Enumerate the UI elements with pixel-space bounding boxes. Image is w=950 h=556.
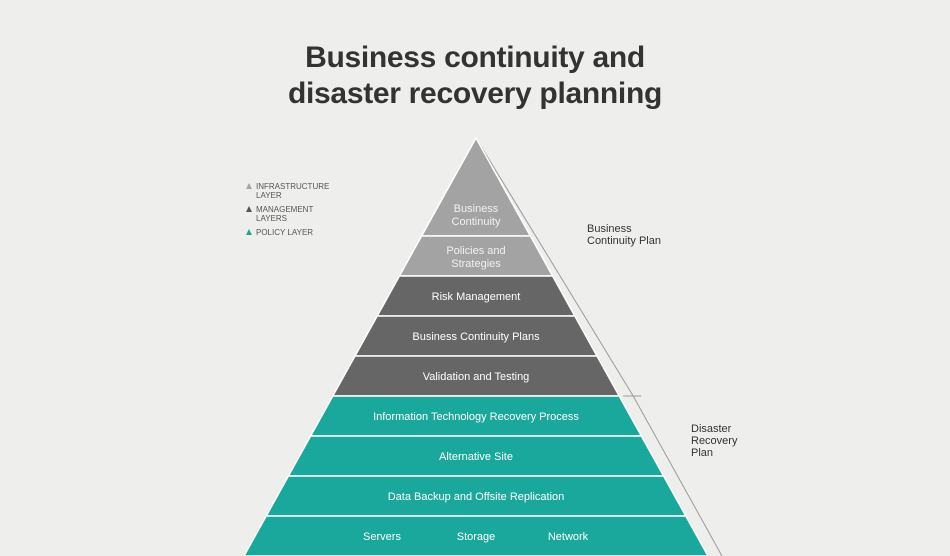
legend-label: Infrastructure layer	[256, 182, 330, 200]
pyramid-layer-label: Data Backup and Offsite Replication	[388, 491, 565, 503]
pyramid-layer-label: Strategies	[451, 258, 501, 270]
triangle-icon	[246, 229, 252, 235]
triangle-icon	[246, 183, 252, 189]
pyramid-layer-label: Business Continuity Plans	[412, 331, 540, 343]
legend-label: Policy layer	[256, 228, 314, 237]
pyramid-layer-label: Servers	[363, 531, 401, 543]
bracket-disaster-recovery-plan	[632, 395, 723, 556]
pyramid-layer-label: Alternative Site	[439, 451, 513, 463]
pyramid-layer-label: Validation and Testing	[423, 371, 530, 383]
legend: Infrastructure layer Management layers P…	[246, 182, 341, 242]
legend-item-infrastructure: Infrastructure layer	[246, 182, 341, 200]
diagram-title: Business continuity and disaster recover…	[0, 40, 950, 112]
bracket-label-disaster-recovery-plan: Disaster Recovery Plan	[691, 423, 738, 459]
triangle-icon	[246, 206, 252, 212]
legend-label: Management layers	[256, 205, 314, 223]
bracket-label-business-continuity-plan: Business Continuity Plan	[587, 223, 661, 247]
legend-item-management: Management layers	[246, 205, 341, 223]
pyramid-layer-label: Policies and	[446, 245, 505, 257]
pyramid-layer-label: Storage	[457, 531, 496, 543]
bracket-business-continuity-plan	[475, 137, 634, 397]
title-line-2: disaster recovery planning	[287, 77, 662, 110]
pyramid-layer-label: Risk Management	[432, 291, 521, 303]
title-line-1: Business continuity and	[305, 41, 645, 74]
pyramid-layer-label: Business	[454, 203, 499, 215]
pyramid-layer-label: Information Technology Recovery Process	[373, 411, 579, 423]
pyramid-layer-label: Network	[548, 531, 589, 543]
pyramid-layer	[243, 515, 709, 556]
legend-item-policy: Policy layer	[246, 228, 341, 237]
pyramid-layer-label: Continuity	[452, 216, 501, 228]
